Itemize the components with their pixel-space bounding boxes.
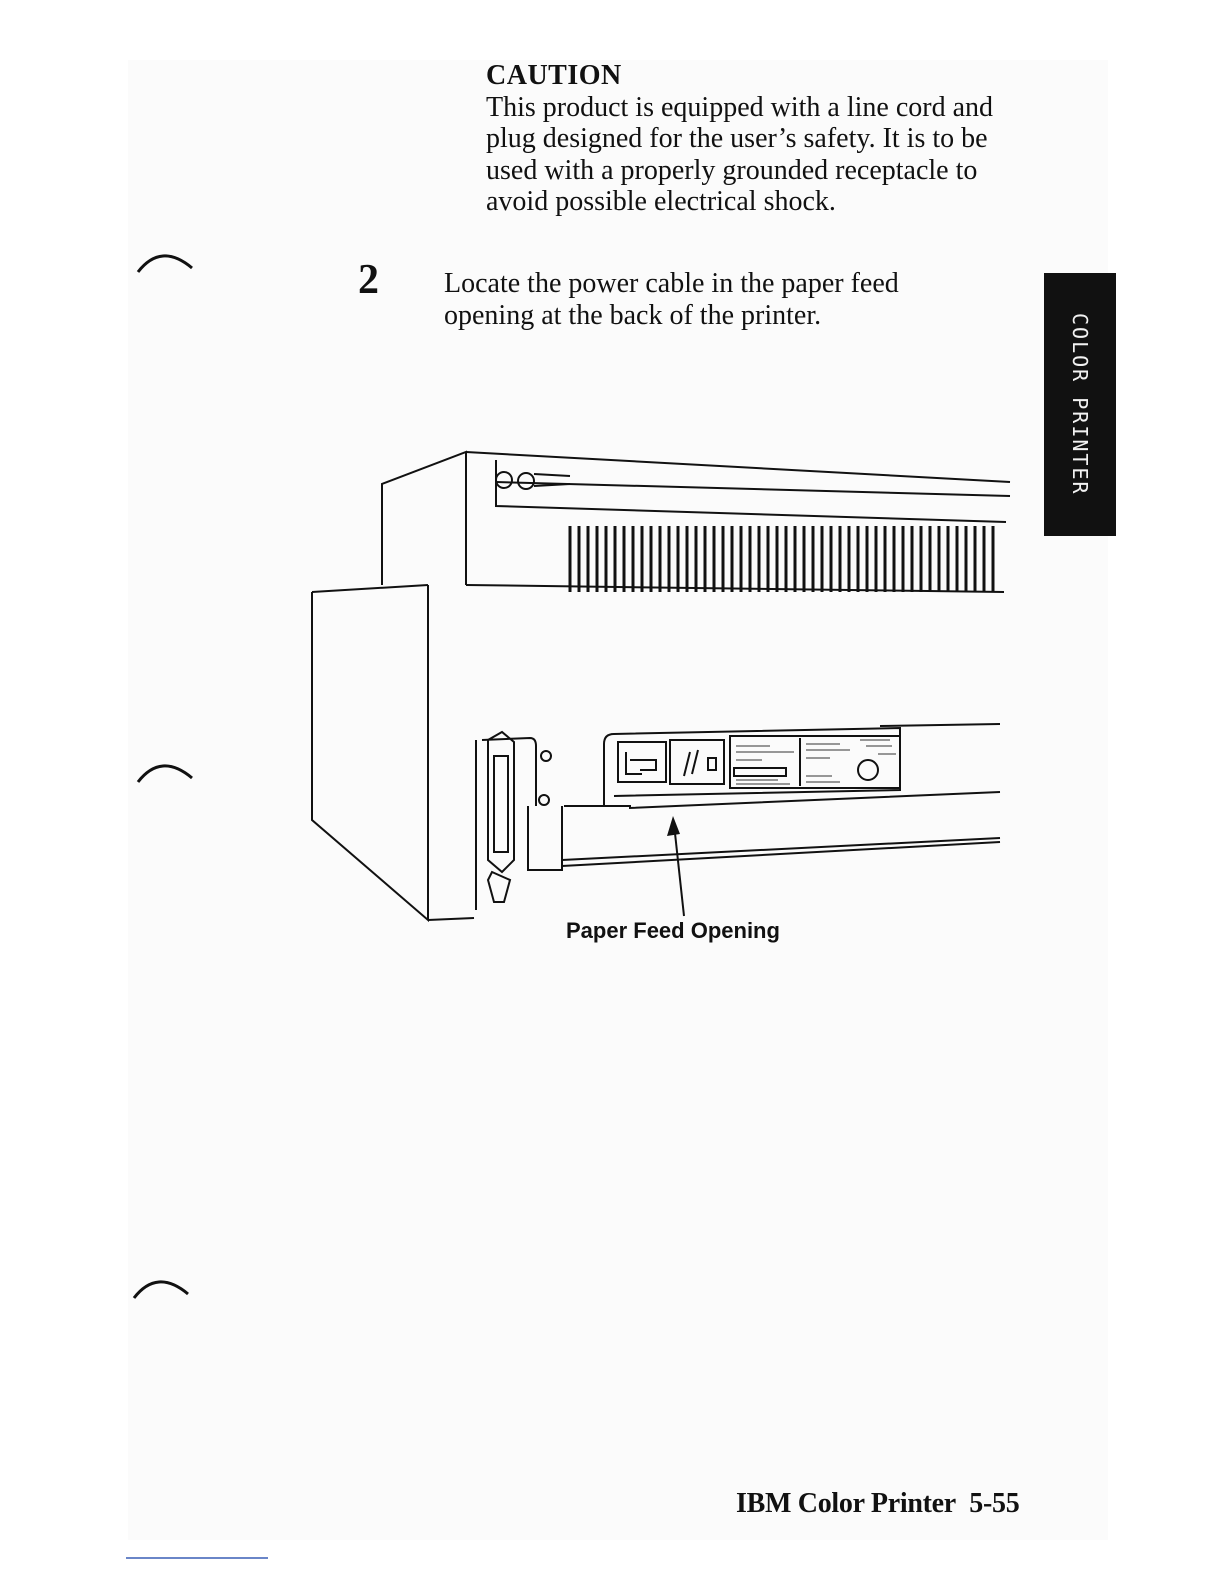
caution-line: avoid possible electrical shock. <box>486 186 836 217</box>
section-tab-label: COLOR PRINTER <box>1068 313 1092 496</box>
step-number: 2 <box>358 257 379 303</box>
binder-mark-middle <box>136 764 193 783</box>
page-background <box>128 60 1108 1540</box>
binder-mark-top <box>136 254 193 273</box>
caution-line: This product is equipped with a line cor… <box>486 91 993 123</box>
caution-block: CAUTION This product is equipped with a … <box>486 60 1086 218</box>
figure-caption: Paper Feed Opening <box>566 918 780 943</box>
page-footer: IBM Color Printer 5-55 <box>736 1488 1020 1520</box>
binder-mark-bottom <box>132 1280 189 1299</box>
page-number: 5-55 <box>969 1488 1020 1519</box>
step-instruction: Locate the power cable in the paper feed… <box>444 268 1004 332</box>
caution-line: plug designed for the user’s safety. It … <box>486 123 988 154</box>
caution-line: used with a properly grounded receptacle… <box>486 154 978 186</box>
printer-rear-illustration <box>311 450 1011 923</box>
step-line: opening at the back of the printer. <box>444 300 822 331</box>
step-line: Locate the power cable in the paper feed <box>444 268 899 299</box>
footer-title: IBM Color Printer <box>736 1488 956 1519</box>
footer-rule <box>126 1557 268 1559</box>
caution-title: CAUTION <box>486 60 622 91</box>
section-tab: COLOR PRINTER <box>1044 273 1116 536</box>
